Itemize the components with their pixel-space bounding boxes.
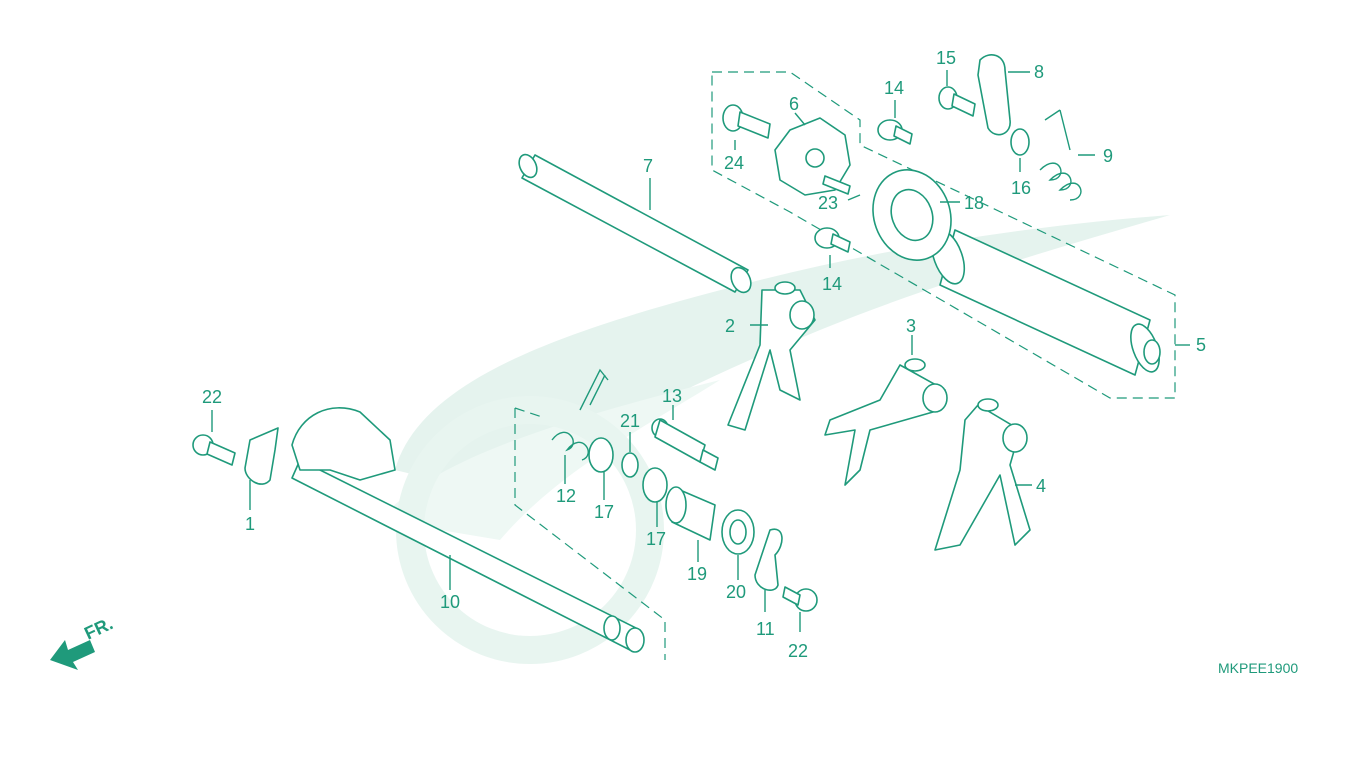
callout-7: 7 xyxy=(643,156,653,176)
callout-17: 17 xyxy=(646,529,666,549)
callout-20: 20 xyxy=(726,582,746,602)
seal-20 xyxy=(721,509,755,555)
fork-3 xyxy=(824,358,948,486)
callout-18: 18 xyxy=(964,193,984,213)
bolt-22-right xyxy=(782,586,818,612)
spindle-10 xyxy=(291,407,645,653)
washer-16 xyxy=(1010,128,1030,156)
callout-11: 11 xyxy=(756,619,775,639)
pin-13 xyxy=(651,418,719,471)
spring-12 xyxy=(551,368,609,461)
callout-12: 12 xyxy=(556,486,576,506)
collar-14-top xyxy=(877,119,913,145)
circlip-21 xyxy=(621,452,639,478)
callout-16: 16 xyxy=(1011,178,1031,198)
callout-14: 14 xyxy=(884,78,904,98)
shift-drum-5 xyxy=(930,229,1161,376)
callout-22: 22 xyxy=(202,387,222,407)
callout-3: 3 xyxy=(906,316,916,336)
plate-1 xyxy=(244,427,279,485)
needle-bearing-19 xyxy=(665,486,716,541)
callout-4: 4 xyxy=(1036,476,1046,496)
callout-10: 10 xyxy=(440,592,460,612)
bolt-24 xyxy=(722,104,771,139)
group-5-outline xyxy=(711,71,1176,399)
callout-15: 15 xyxy=(936,48,956,68)
washer-17-b xyxy=(642,467,668,503)
callout-1: 1 xyxy=(245,514,255,534)
bolt-22-left xyxy=(192,434,236,466)
bolt-15 xyxy=(938,86,976,117)
star-plate-6 xyxy=(774,117,851,196)
callout-19: 19 xyxy=(687,564,707,584)
stopper-arm-8 xyxy=(977,54,1011,136)
shaft-7 xyxy=(518,153,752,294)
pin-23 xyxy=(822,175,851,195)
callout-23: 23 xyxy=(818,193,838,213)
washer-17-a xyxy=(588,437,614,473)
callout-8: 8 xyxy=(1034,62,1044,82)
return-spring-11 xyxy=(754,528,783,591)
leader-lines xyxy=(211,70,1190,632)
fork-2 xyxy=(727,281,816,431)
callout-24: 24 xyxy=(724,153,744,173)
diagram-code: MKPEE1900 xyxy=(1218,660,1298,676)
spring-9 xyxy=(1039,109,1082,201)
callout-13: 13 xyxy=(662,386,682,406)
direction-indicator: FR. xyxy=(50,613,116,670)
collar-14-mid xyxy=(814,227,851,253)
bearing-18 xyxy=(872,169,952,261)
group-10-outline xyxy=(514,408,666,660)
callout-21: 21 xyxy=(620,411,640,431)
callout-2: 2 xyxy=(725,316,735,336)
fork-4 xyxy=(934,398,1031,551)
direction-label: FR. xyxy=(81,613,116,643)
arrow-left-down-icon xyxy=(50,640,95,670)
callout-9: 9 xyxy=(1103,146,1113,166)
group-10-outline-top xyxy=(514,407,546,419)
callout-5: 5 xyxy=(1196,335,1206,355)
callout-14: 14 xyxy=(822,274,842,294)
callout-22: 22 xyxy=(788,641,808,661)
callout-6: 6 xyxy=(789,94,799,114)
callout-17: 17 xyxy=(594,502,614,522)
